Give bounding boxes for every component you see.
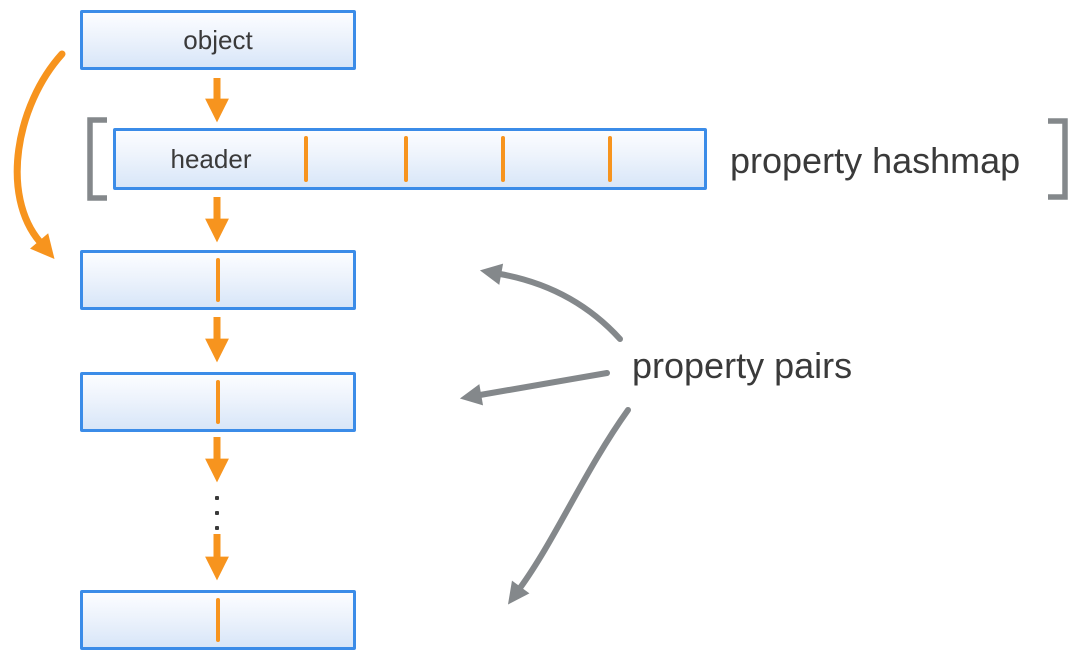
hashmap-slot-divider [304, 136, 308, 182]
pair-box [80, 590, 356, 650]
pairs-callout-arrow-top [479, 263, 623, 342]
right-bracket [1048, 118, 1068, 200]
property-hashmap-label: property hashmap [730, 140, 1021, 181]
header-cell-label: header [170, 143, 252, 174]
object-box: object [80, 10, 356, 70]
hashmap-box: header [113, 128, 707, 190]
left-bracket [87, 117, 107, 201]
hashmap-slot-divider [608, 136, 612, 182]
ellipsis-dot [215, 496, 219, 500]
ellipsis-dot [215, 511, 219, 515]
pairs-callout-arrow-middle [459, 370, 610, 406]
hashmap-slot-divider [404, 136, 408, 182]
object-to-pair1-curved-arrow [13, 50, 66, 260]
pair-slot-divider [216, 598, 220, 642]
pair-box [80, 372, 356, 432]
ellipsis-dot [215, 526, 219, 530]
pair-slot-divider [216, 380, 220, 424]
pair-box [80, 250, 356, 310]
property-pairs-label: property pairs [632, 345, 853, 386]
object-label: object [183, 24, 253, 55]
pairs-callout-arrow-bottom [507, 407, 631, 605]
vertical-ellipsis [215, 496, 219, 530]
pair-slot-divider [216, 258, 220, 302]
hashmap-slot-divider [501, 136, 505, 182]
